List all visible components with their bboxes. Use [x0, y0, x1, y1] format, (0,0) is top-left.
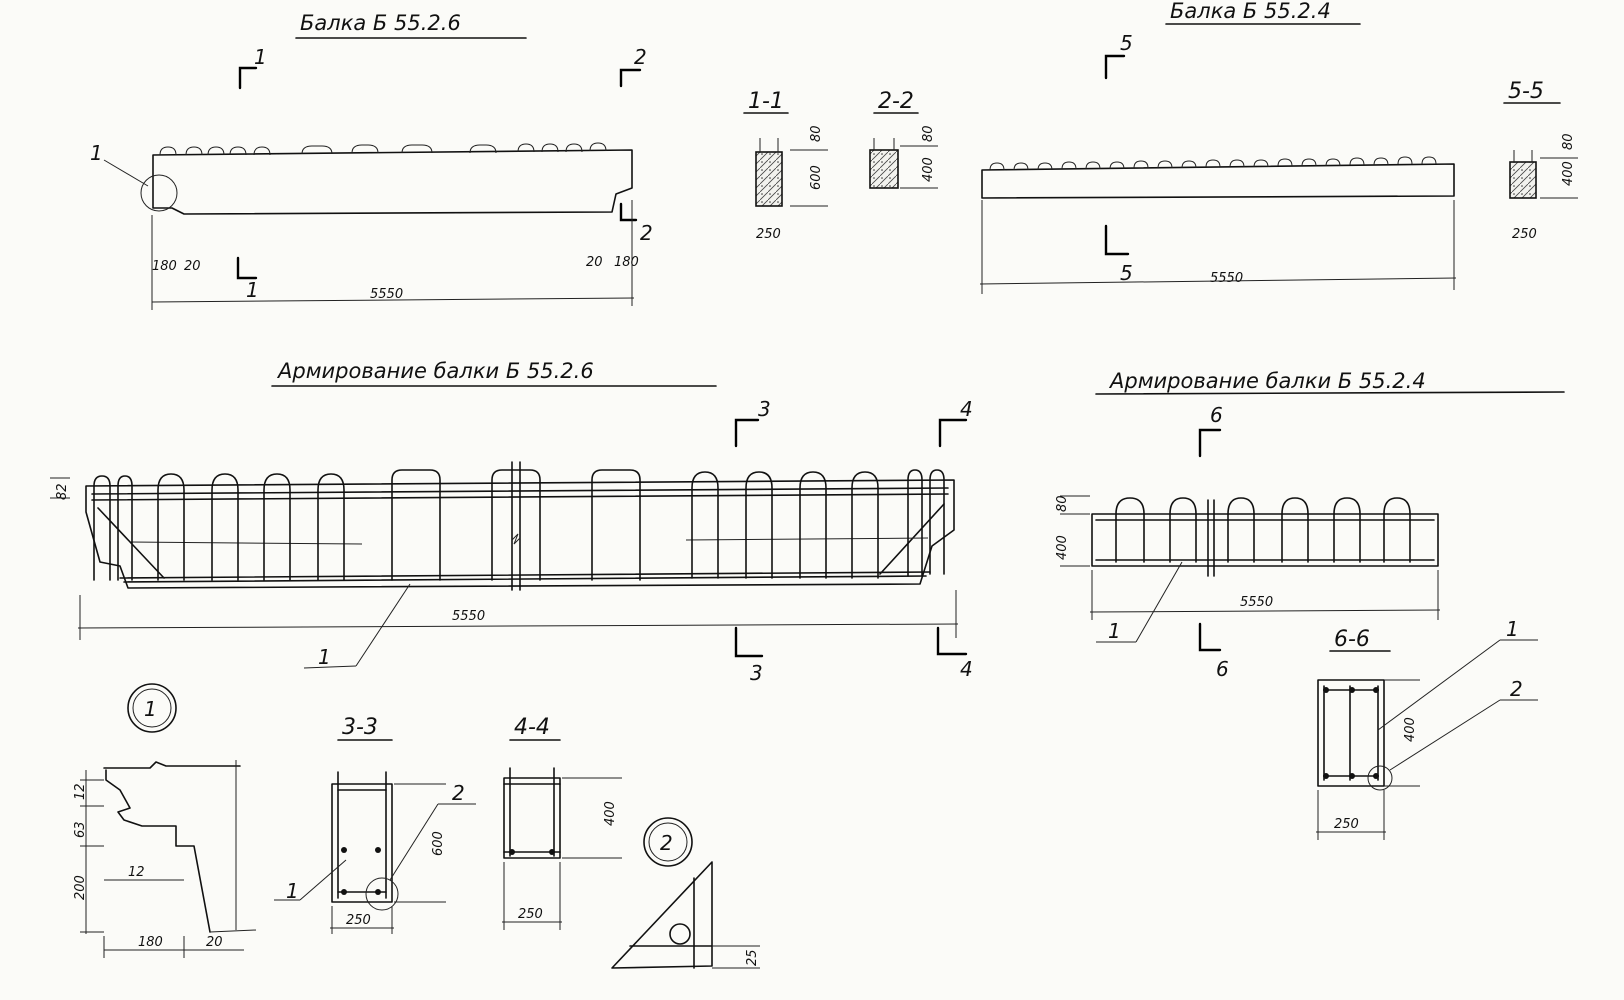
dim-80-s55: 80	[1561, 133, 1576, 150]
dim-400-reinf-b24: 400	[1055, 535, 1070, 560]
beam-b26-elevation: Балка Б 55.2.6 1 2 1	[90, 11, 653, 310]
section-title-3-3: 3-3	[342, 715, 378, 740]
dim-length-b24: 5550	[1210, 271, 1243, 286]
section-mark-5-bottom: 5	[1120, 261, 1133, 285]
detail-1: 1 12 63 200 12 180 20	[73, 683, 257, 958]
dim-250-s44: 250	[518, 907, 543, 922]
dim-200-d1: 200	[73, 875, 88, 900]
section-mark-4-bottom: 4	[960, 657, 973, 681]
section-4-4: 4-4 400 250	[502, 715, 622, 930]
dim-600-s11: 600	[809, 165, 824, 190]
section-mark-1-bottom: 1	[246, 278, 259, 302]
detail-2: 2 25	[611, 817, 760, 969]
dim-80-s22: 80	[921, 125, 936, 142]
callout-1-s33: 1	[286, 879, 299, 903]
detail-2-label: 2	[660, 831, 673, 855]
dim-63-d1: 63	[73, 821, 88, 838]
dim-length-reinf-b26: 5550	[452, 609, 485, 624]
callout-2-s66: 2	[1510, 677, 1523, 701]
section-title-6-6: 6-6	[1334, 627, 1370, 652]
dim-12-d1: 12	[73, 783, 88, 800]
dim-180-right: 180	[614, 255, 639, 270]
beam-b26-title: Балка Б 55.2.6	[300, 11, 461, 35]
beam-b24-elevation: Балка Б 55.2.4 5 5 5550	[979, 0, 1457, 294]
dim-400-s55: 400	[1561, 161, 1576, 186]
dim-length-b26: 5550	[370, 287, 403, 302]
dim-250-s66: 250	[1334, 817, 1359, 832]
dim-400-s44: 400	[603, 801, 618, 826]
callout-1-s66: 1	[1506, 617, 1519, 641]
dim-25-d2: 25	[745, 949, 760, 966]
section-mark-3-top: 3	[758, 397, 771, 421]
dim-180-left: 180	[152, 259, 177, 274]
callout-detail1: 1	[90, 141, 103, 165]
dim-20-d1: 20	[206, 935, 223, 950]
section-2-2: 2-2 400 80	[869, 89, 938, 189]
section-mark-5-top: 5	[1120, 31, 1133, 55]
reinf-b26-title: Армирование балки Б 55.2.6	[276, 359, 594, 383]
callout-1-reinf-b26: 1	[318, 645, 331, 669]
section-3-3: 3-3 600 250 1 2	[274, 715, 476, 934]
dim-20-left: 20	[184, 259, 201, 274]
dim-length-reinf-b24: 5550	[1240, 595, 1273, 610]
section-1-1: 1-1 600 80 250	[743, 89, 828, 242]
dim-82: 82	[55, 483, 70, 500]
dim-250-s11: 250	[756, 227, 781, 242]
reinf-b26: Армирование балки Б 55.2.6 3 4	[50, 359, 973, 685]
section-mark-3-bottom: 3	[750, 661, 763, 685]
callout-1-reinf-b24: 1	[1108, 619, 1121, 643]
dim-250-s33: 250	[346, 913, 371, 928]
reinf-b24: Армирование балки Б 55.2.4 6 80 400 5550…	[1055, 369, 1565, 681]
section-mark-2-top: 2	[634, 45, 647, 69]
dim-80-reinf-b24: 80	[1055, 495, 1070, 512]
detail-1-label: 1	[144, 697, 157, 721]
dim-600-s33: 600	[431, 831, 446, 856]
dim-180-d1: 180	[138, 935, 163, 950]
dim-250-s55: 250	[1512, 227, 1537, 242]
section-mark-6-bottom: 6	[1216, 657, 1229, 681]
section-mark-6-top: 6	[1210, 403, 1223, 427]
section-mark-2-bottom: 2	[640, 221, 653, 245]
section-6-6: 6-6 400 250 1 2	[1316, 617, 1538, 840]
dim-400-s66: 400	[1403, 717, 1418, 742]
section-title-5-5: 5-5	[1508, 79, 1544, 104]
section-mark-1-top: 1	[254, 45, 267, 69]
dim-80-s11: 80	[809, 125, 824, 142]
section-title-4-4: 4-4	[514, 715, 550, 740]
dim-20-right: 20	[586, 255, 603, 270]
section-5-5: 5-5 400 80 250	[1503, 79, 1578, 242]
section-title-2-2: 2-2	[878, 89, 914, 114]
callout-2-s33: 2	[452, 781, 465, 805]
dim-12-horiz: 12	[128, 865, 145, 880]
section-title-1-1: 1-1	[748, 89, 784, 114]
dim-400-s22: 400	[921, 157, 936, 182]
section-mark-4-top: 4	[960, 397, 973, 421]
beam-b24-title: Балка Б 55.2.4	[1170, 0, 1331, 23]
reinf-b24-title: Армирование балки Б 55.2.4	[1108, 369, 1426, 393]
